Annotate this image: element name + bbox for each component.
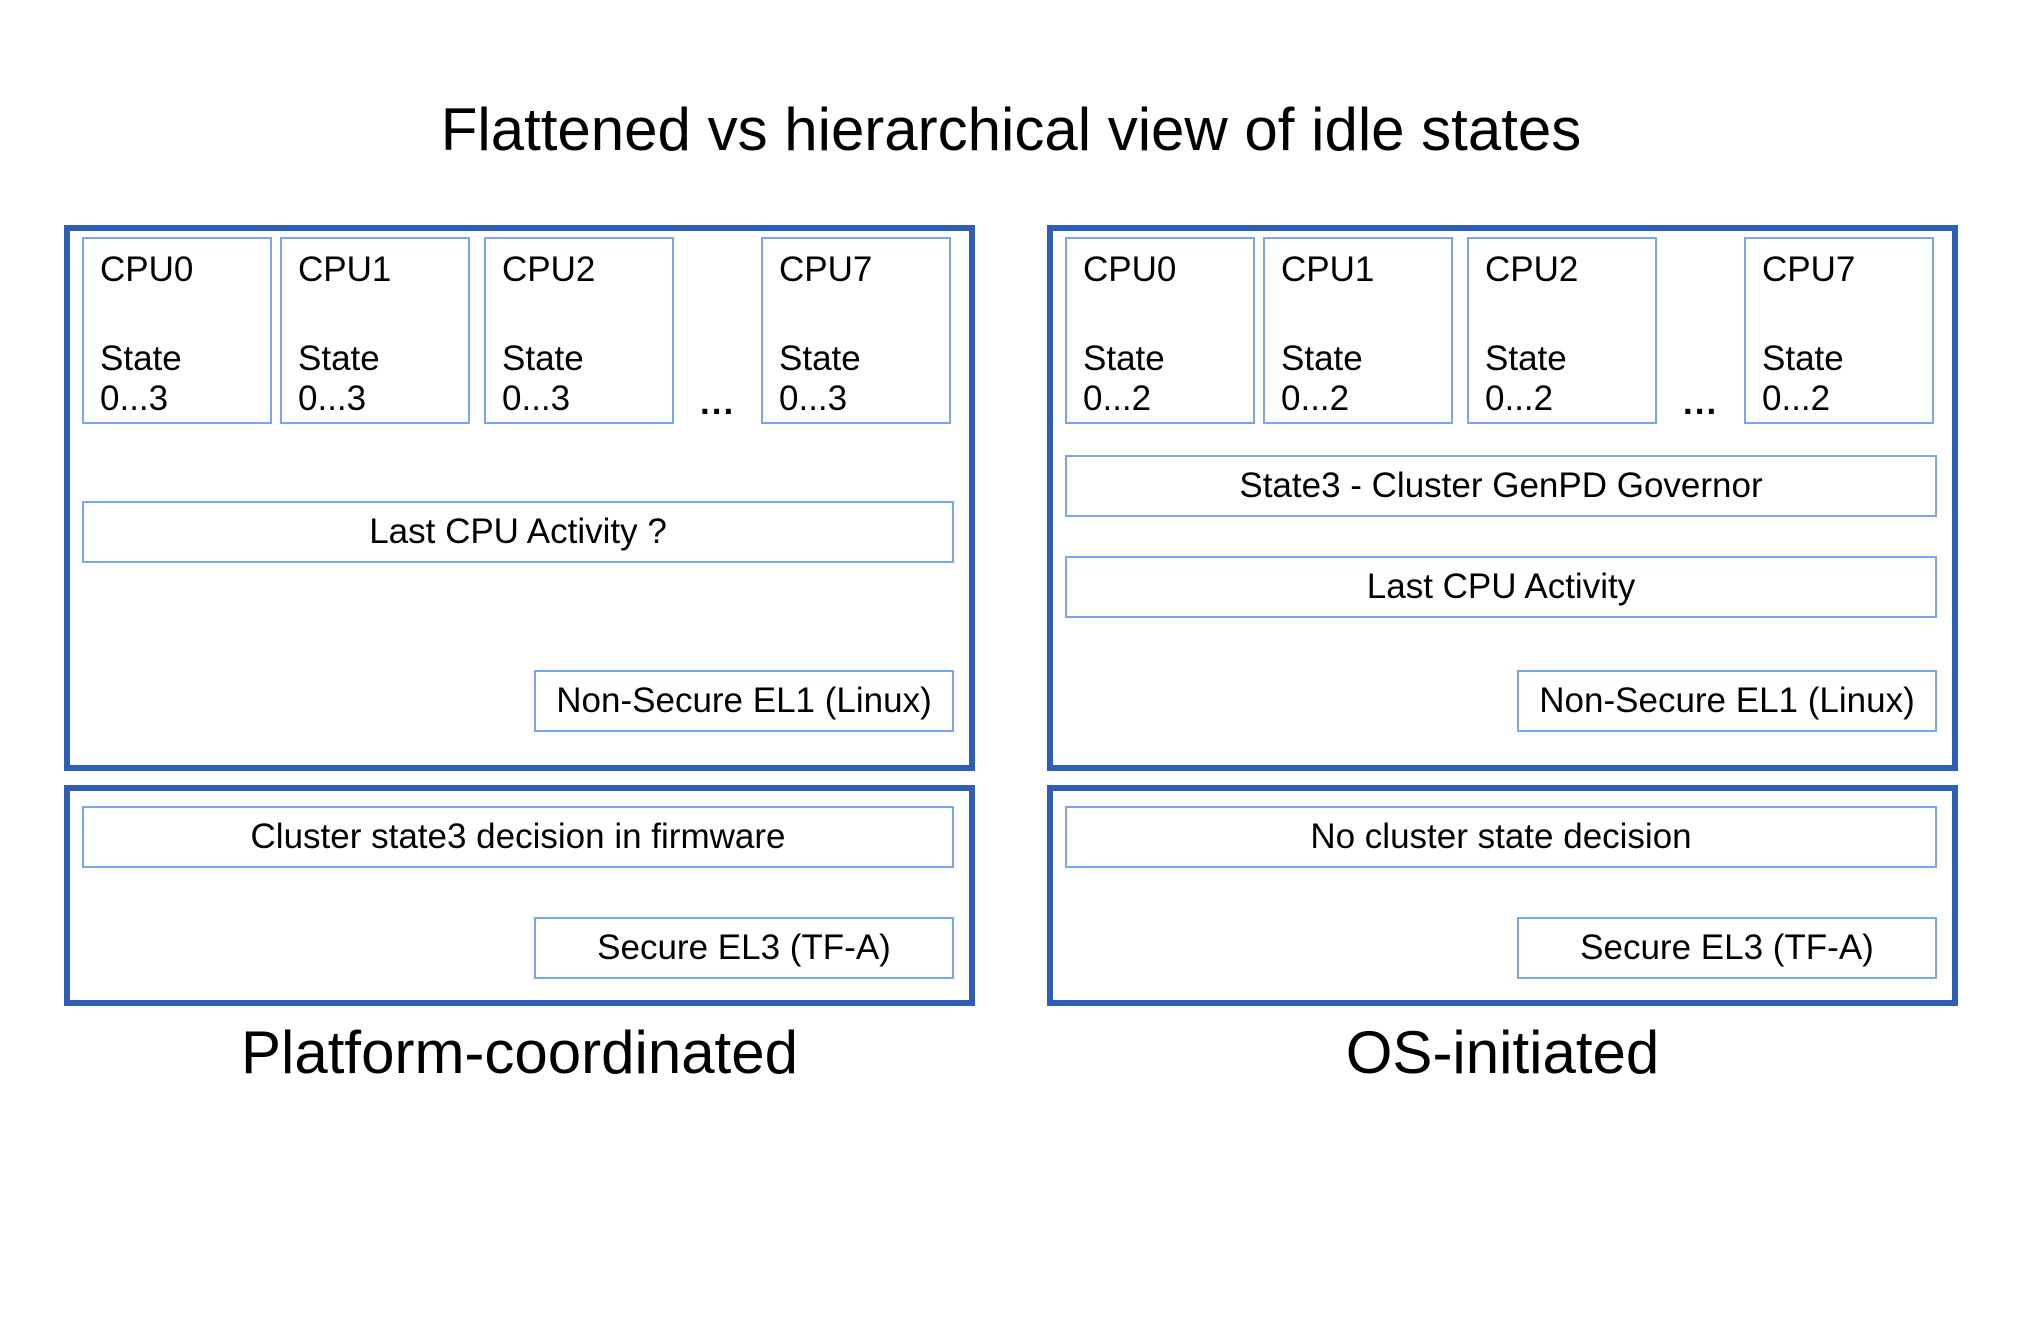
cpu-state-range: 0...3 bbox=[502, 379, 571, 418]
cpu-state-word: State bbox=[100, 339, 182, 378]
cpu-state-word: State bbox=[502, 339, 584, 378]
os-initiated-firmware-panel: No cluster state decision Secure EL3 (TF… bbox=[1047, 785, 1958, 1006]
secure-el3-box: Secure EL3 (TF-A) bbox=[534, 917, 954, 979]
cpu-state-word: State bbox=[1281, 339, 1363, 378]
os-initiated-linux-panel: CPU0 State 0...2 CPU1 State 0...2 CPU2 S… bbox=[1047, 225, 1958, 771]
cpu-state-word: State bbox=[298, 339, 380, 378]
cpu-state-word: State bbox=[1083, 339, 1165, 378]
cpu-label: CPU1 bbox=[298, 250, 392, 289]
slide-title: Flattened vs hierarchical view of idle s… bbox=[440, 96, 1582, 163]
cpu-state-range: 0...3 bbox=[779, 379, 848, 418]
cpu-label: CPU2 bbox=[1485, 250, 1579, 289]
last-cpu-activity-box: Last CPU Activity bbox=[1065, 556, 1937, 618]
cpu-state-label: State 0...2 bbox=[1485, 339, 1567, 419]
cpu-box: CPU1 State 0...2 bbox=[1263, 237, 1453, 424]
cpu-state-label: State 0...2 bbox=[1083, 339, 1165, 419]
cpu-state-range: 0...2 bbox=[1281, 379, 1350, 418]
ellipsis: ... bbox=[1683, 383, 1719, 422]
cpu-box: CPU7 State 0...2 bbox=[1744, 237, 1934, 424]
non-secure-el1-box: Non-Secure EL1 (Linux) bbox=[534, 670, 954, 732]
cpu-box: CPU0 State 0...2 bbox=[1065, 237, 1255, 424]
cpu-box: CPU0 State 0...3 bbox=[82, 237, 272, 424]
platform-coordinated-linux-panel: CPU0 State 0...3 CPU1 State 0...3 CPU2 S… bbox=[64, 225, 975, 771]
cpu-box: CPU2 State 0...3 bbox=[484, 237, 674, 424]
cpu-label: CPU2 bbox=[502, 250, 596, 289]
cpu-state-range: 0...2 bbox=[1485, 379, 1554, 418]
cpu-state-range: 0...2 bbox=[1762, 379, 1831, 418]
cpu-state-label: State 0...3 bbox=[502, 339, 584, 419]
cpu-box: CPU2 State 0...2 bbox=[1467, 237, 1657, 424]
cpu-state-word: State bbox=[1485, 339, 1567, 378]
cpu-label: CPU0 bbox=[100, 250, 194, 289]
panel-caption-platform-coordinated: Platform-coordinated bbox=[241, 1019, 798, 1086]
cpu-label: CPU0 bbox=[1083, 250, 1177, 289]
cluster-decision-box: Cluster state3 decision in firmware bbox=[82, 806, 954, 868]
cpu-state-label: State 0...2 bbox=[1281, 339, 1363, 419]
cpu-state-range: 0...3 bbox=[298, 379, 367, 418]
cpu-state-label: State 0...3 bbox=[100, 339, 182, 419]
cpu-label: CPU1 bbox=[1281, 250, 1375, 289]
cpu-box: CPU1 State 0...3 bbox=[280, 237, 470, 424]
cpu-state-range: 0...3 bbox=[100, 379, 169, 418]
ellipsis: ... bbox=[700, 383, 736, 422]
panel-caption-os-initiated: OS-initiated bbox=[1345, 1019, 1660, 1086]
cpu-label: CPU7 bbox=[779, 250, 873, 289]
genpd-governor-box: State3 - Cluster GenPD Governor bbox=[1065, 455, 1937, 517]
cpu-state-label: State 0...3 bbox=[779, 339, 861, 419]
cpu-state-range: 0...2 bbox=[1083, 379, 1152, 418]
platform-coordinated-firmware-panel: Cluster state3 decision in firmware Secu… bbox=[64, 785, 975, 1006]
cpu-state-word: State bbox=[1762, 339, 1844, 378]
cpu-state-word: State bbox=[779, 339, 861, 378]
secure-el3-box: Secure EL3 (TF-A) bbox=[1517, 917, 1937, 979]
non-secure-el1-box: Non-Secure EL1 (Linux) bbox=[1517, 670, 1937, 732]
last-cpu-activity-box: Last CPU Activity ? bbox=[82, 501, 954, 563]
cpu-state-label: State 0...2 bbox=[1762, 339, 1844, 419]
cpu-box: CPU7 State 0...3 bbox=[761, 237, 951, 424]
cluster-decision-box: No cluster state decision bbox=[1065, 806, 1937, 868]
cpu-state-label: State 0...3 bbox=[298, 339, 380, 419]
cpu-label: CPU7 bbox=[1762, 250, 1856, 289]
